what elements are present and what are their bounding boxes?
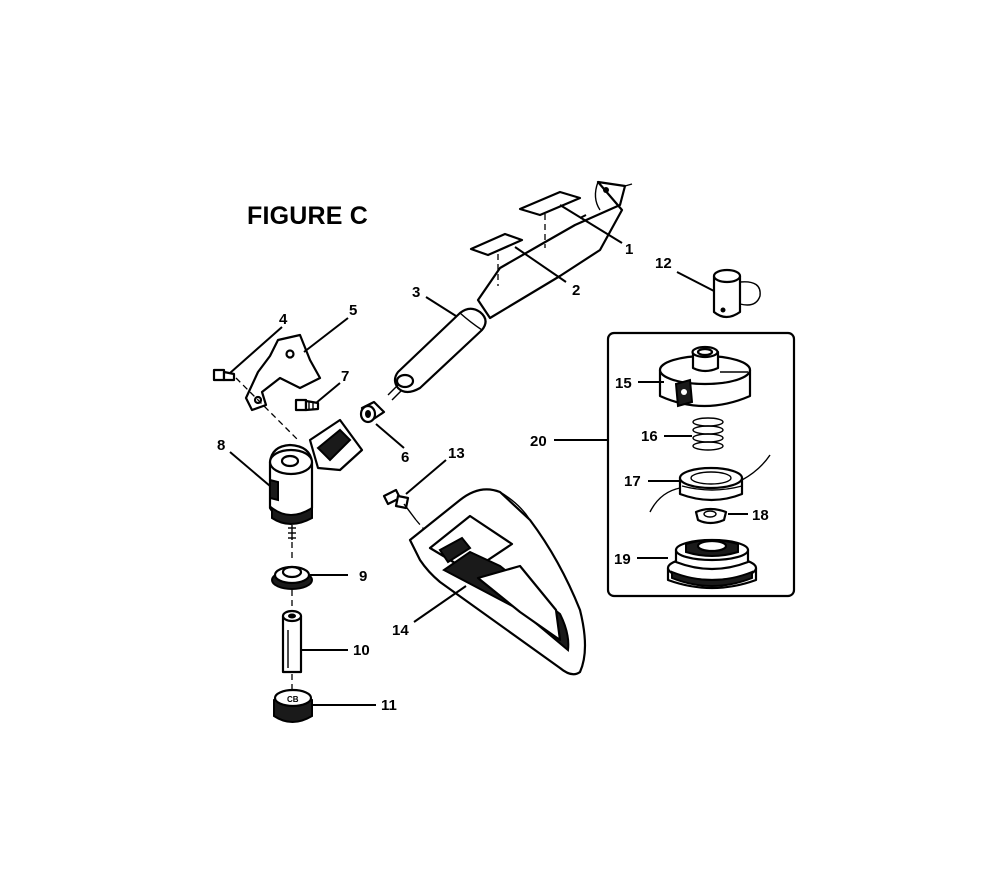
label-part-4: 4 — [279, 311, 288, 328]
label-part-12: 12 — [655, 255, 672, 272]
housing-19 — [666, 538, 758, 590]
label-part-10: 10 — [353, 642, 370, 659]
label-part-14: 14 — [392, 622, 409, 639]
shield-bracket — [244, 333, 322, 412]
label-part-5: 5 — [349, 302, 357, 319]
wing-screw-13 — [382, 488, 429, 535]
decal-2 — [469, 232, 524, 257]
label-part-6: 6 — [401, 449, 409, 466]
label-part-3: 3 — [412, 284, 420, 301]
screw-7 — [294, 398, 320, 412]
lower-shaft — [387, 307, 487, 401]
label-part-11: 11 — [381, 697, 397, 714]
decal-1 — [518, 190, 582, 217]
svg-text:CB: CB — [287, 695, 299, 704]
clip-18 — [694, 507, 728, 525]
bushing-6 — [359, 400, 386, 424]
label-part-1: 1 — [625, 241, 633, 258]
knob-11: CB — [273, 688, 313, 723]
leader-lines — [229, 204, 748, 706]
part-labels: 1 2 3 4 5 6 7 8 9 10 11 12 13 14 15 16 1… — [217, 241, 769, 714]
label-part-15: 15 — [615, 375, 632, 392]
label-part-8: 8 — [217, 437, 225, 454]
label-part-2: 2 — [572, 282, 580, 299]
guard-14 — [408, 488, 587, 676]
figure-title: FIGURE C — [247, 202, 369, 230]
label-part-13: 13 — [448, 445, 465, 462]
cap-12 — [712, 268, 761, 319]
label-part-18: 18 — [752, 507, 769, 524]
label-part-16: 16 — [641, 428, 658, 445]
assembly-20-box — [606, 331, 796, 598]
label-part-19: 19 — [614, 551, 631, 568]
washer-9 — [271, 565, 313, 608]
label-part-7: 7 — [341, 368, 349, 385]
gearhead-8 — [268, 418, 364, 562]
spool-17 — [649, 454, 771, 513]
upper-shaft — [476, 180, 633, 320]
label-part-20: 20 — [530, 433, 547, 450]
spring-16 — [692, 417, 724, 451]
spacer-10 — [281, 609, 303, 690]
label-part-17: 17 — [624, 473, 641, 490]
label-part-9: 9 — [359, 568, 367, 585]
spool-cover-15 — [658, 345, 752, 408]
